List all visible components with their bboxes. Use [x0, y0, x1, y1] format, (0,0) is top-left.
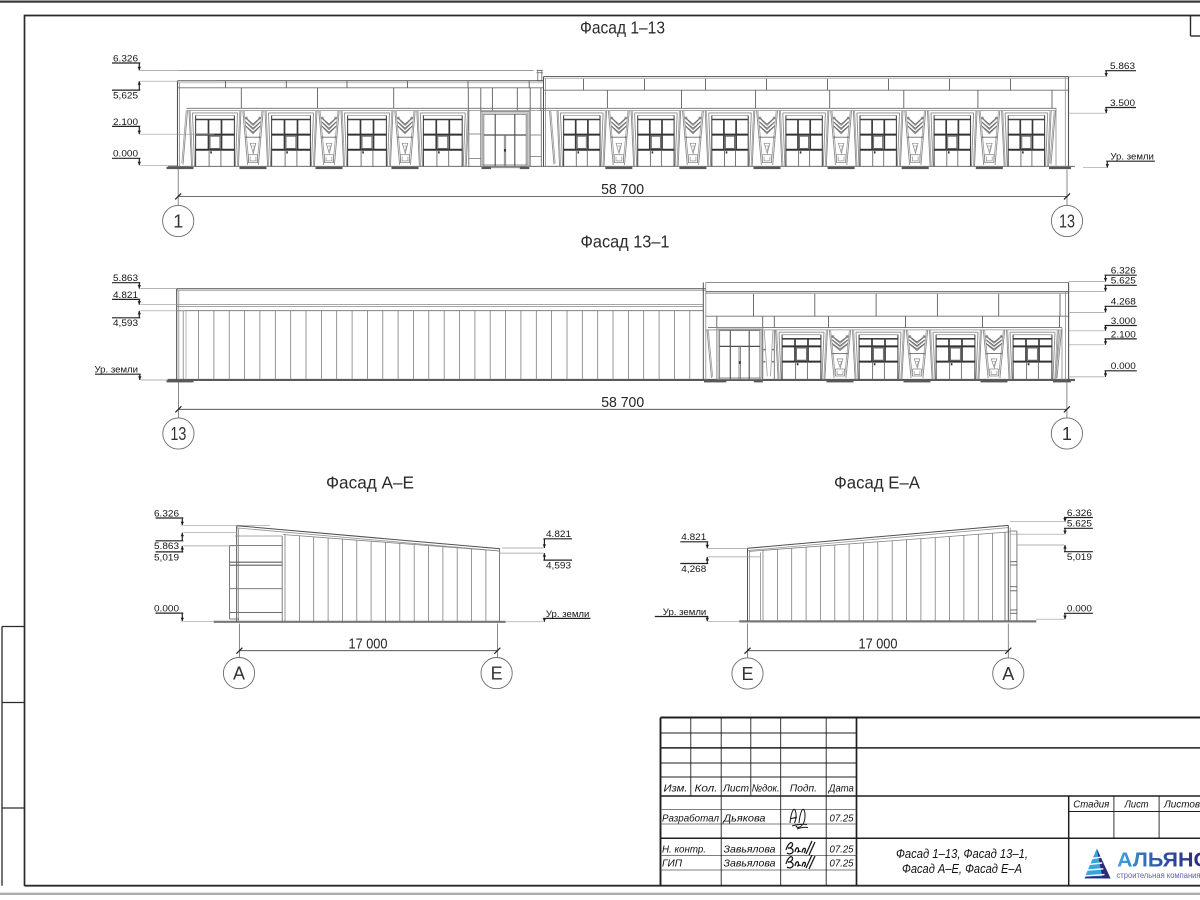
- svg-text:17 000: 17 000: [349, 635, 388, 652]
- svg-text:Фасад А–Е: Фасад А–Е: [326, 473, 414, 493]
- svg-text:Лист: Лист: [1124, 799, 1149, 811]
- svg-text:07.25: 07.25: [830, 814, 854, 825]
- svg-text:58 700: 58 700: [601, 181, 644, 198]
- svg-text:Лист: Лист: [722, 783, 749, 795]
- svg-text:3.500: 3.500: [1110, 98, 1135, 109]
- svg-text:2.100: 2.100: [1111, 329, 1136, 340]
- svg-text:5.863: 5.863: [154, 541, 179, 552]
- svg-text:Кол.: Кол.: [695, 783, 718, 795]
- svg-text:Фасад 13–1: Фасад 13–1: [581, 232, 670, 252]
- svg-text:07.25: 07.25: [830, 845, 854, 856]
- svg-text:6.326: 6.326: [1111, 266, 1136, 277]
- svg-text:Фасад А–Е, Фасад Е–А: Фасад А–Е, Фасад Е–А: [902, 861, 1022, 876]
- svg-text:4,593: 4,593: [113, 318, 138, 329]
- svg-text:5,019: 5,019: [154, 552, 179, 563]
- svg-text:4.268: 4.268: [1111, 297, 1136, 308]
- svg-text:Фасад Е–А: Фасад Е–А: [834, 473, 920, 493]
- svg-text:Фасад 1–13, Фасад 13–1,: Фасад 1–13, Фасад 13–1,: [896, 846, 1028, 861]
- svg-text:6.326: 6.326: [1067, 508, 1092, 519]
- svg-text:6.326: 6.326: [113, 53, 138, 64]
- svg-text:Ур. земли: Ур. земли: [663, 607, 707, 618]
- svg-text:13: 13: [1059, 211, 1075, 231]
- svg-text:1: 1: [1062, 424, 1072, 444]
- svg-text:0.000: 0.000: [1111, 361, 1136, 372]
- svg-text:ГИП: ГИП: [662, 859, 683, 870]
- svg-text:строительная компания: строительная компания: [1117, 870, 1200, 880]
- svg-text:Е: Е: [491, 663, 503, 683]
- svg-text:4.821: 4.821: [113, 290, 138, 301]
- svg-text:Н. контр.: Н. контр.: [662, 845, 706, 856]
- svg-text:07.25: 07.25: [830, 859, 854, 870]
- svg-text:Завьялова: Завьялова: [724, 859, 776, 870]
- svg-text:Дьякова: Дьякова: [722, 814, 765, 825]
- svg-text:5,625: 5,625: [113, 91, 138, 102]
- svg-text:17 000: 17 000: [859, 635, 898, 652]
- svg-text:5,019: 5,019: [1067, 552, 1092, 563]
- svg-text:0.000: 0.000: [1067, 604, 1092, 615]
- svg-text:4.821: 4.821: [681, 532, 706, 543]
- svg-text:58 700: 58 700: [601, 394, 644, 411]
- svg-text:0.000: 0.000: [154, 604, 179, 615]
- svg-text:0.000: 0.000: [113, 149, 138, 160]
- svg-text:5.625: 5.625: [1111, 276, 1136, 287]
- svg-text:Подп.: Подп.: [790, 783, 817, 795]
- svg-text:Изм.: Изм.: [664, 783, 688, 795]
- svg-text:АЛЬЯНС: АЛЬЯНС: [1117, 849, 1200, 872]
- svg-text:5.625: 5.625: [1067, 519, 1092, 530]
- svg-text:4,593: 4,593: [546, 561, 571, 572]
- svg-text:Ур. земли: Ур. земли: [1110, 152, 1154, 163]
- svg-text:5.863: 5.863: [1110, 61, 1135, 72]
- svg-text:6.326: 6.326: [154, 508, 179, 519]
- svg-text:Ур. земли: Ур. земли: [95, 365, 139, 376]
- svg-text:4,268: 4,268: [681, 564, 706, 575]
- svg-text:Ур. земли: Ур. земли: [546, 609, 590, 620]
- svg-text:Стадия: Стадия: [1073, 799, 1109, 811]
- svg-text:№док.: №док.: [752, 783, 780, 795]
- svg-text:5.863: 5.863: [113, 273, 138, 284]
- svg-text:3.000: 3.000: [1111, 316, 1136, 327]
- svg-text:1: 1: [173, 211, 183, 231]
- svg-text:13: 13: [170, 424, 186, 444]
- svg-text:Завьялова: Завьялова: [724, 845, 776, 856]
- svg-text:Е: Е: [741, 664, 753, 684]
- svg-text:А: А: [233, 663, 245, 683]
- svg-text:Разработал: Разработал: [662, 813, 719, 825]
- svg-text:2.100: 2.100: [113, 117, 138, 128]
- svg-text:А: А: [1002, 664, 1014, 684]
- svg-text:Фасад 1–13: Фасад 1–13: [580, 18, 665, 38]
- svg-text:4.821: 4.821: [546, 529, 571, 540]
- svg-text:Листов: Листов: [1163, 799, 1200, 811]
- svg-text:Дата: Дата: [828, 783, 854, 795]
